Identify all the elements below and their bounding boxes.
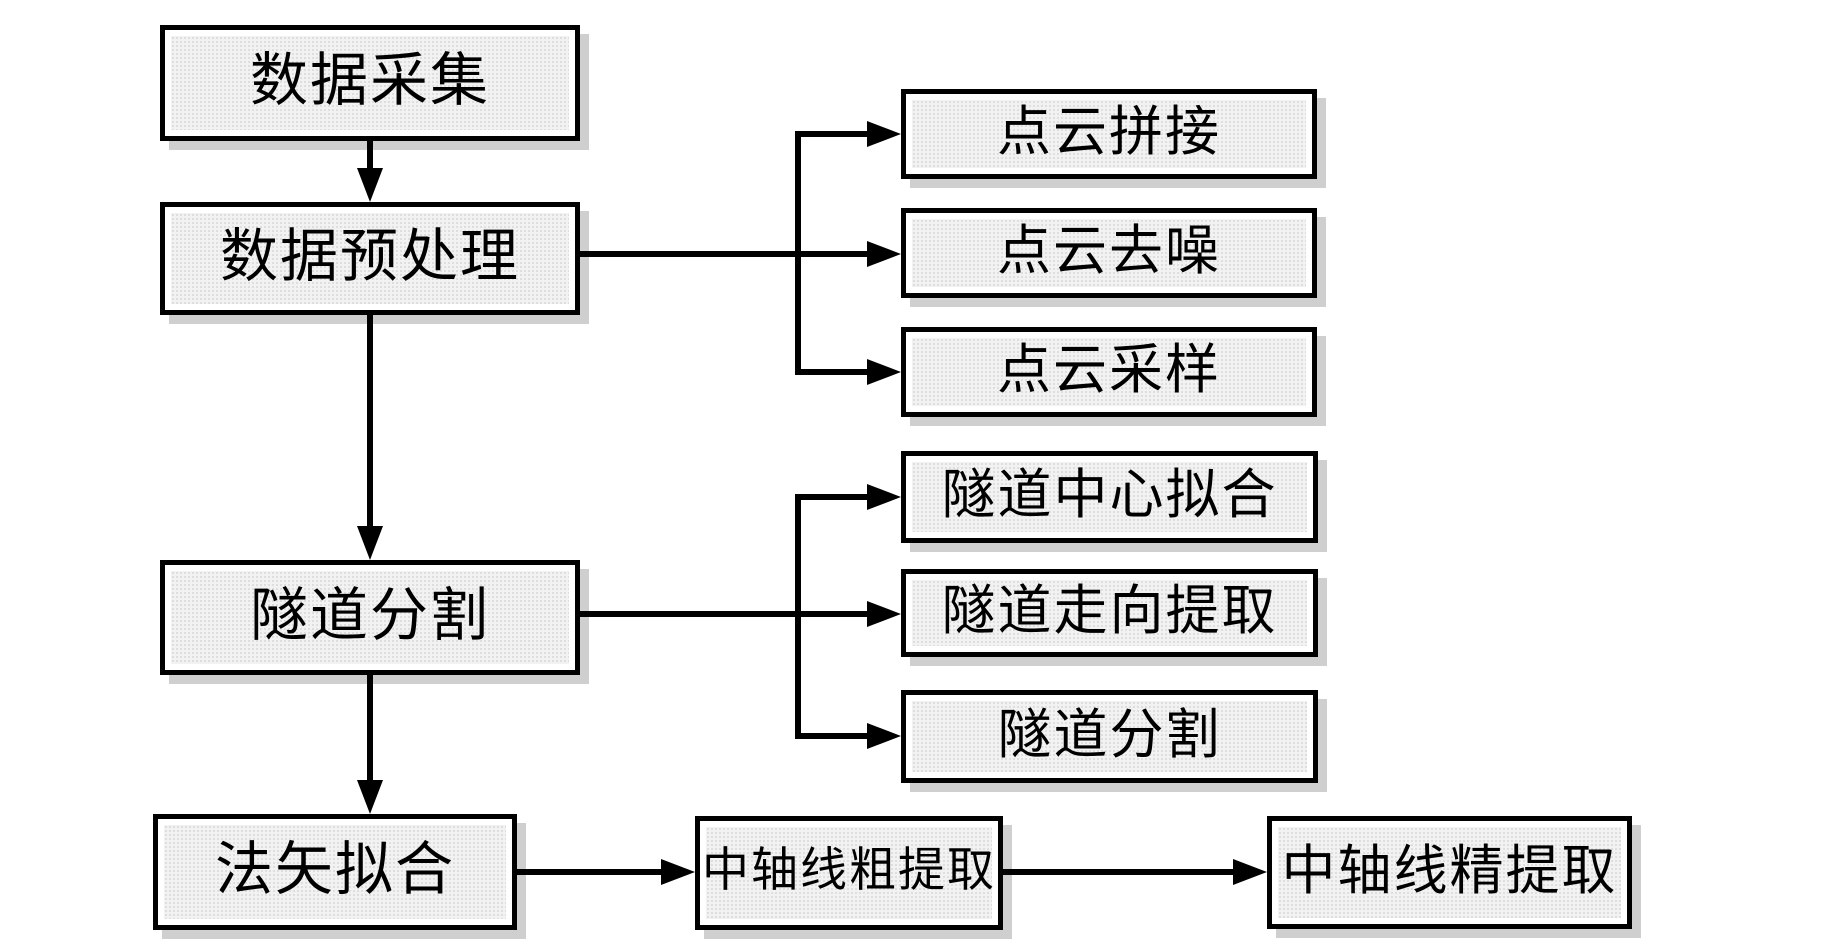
node-tunnel-segmentation-sub: 隧道分割 [901,690,1318,783]
node-tunnel-center-fitting: 隧道中心拟合 [901,451,1318,543]
node-label: 隧道走向提取 [941,581,1278,641]
node-fill-texture [171,36,569,130]
node-fill-texture [171,571,569,664]
branch1-bottom-line [798,369,870,375]
arrow-collection-to-preprocessing-head [357,168,383,202]
node-point-cloud-registration: 点云拼接 [901,89,1317,179]
node-fill-texture [912,580,1307,646]
node-fill-texture [912,462,1307,532]
node-label: 中轴线粗提取 [702,844,996,897]
arrow-normal-to-coarse-line [517,869,663,875]
node-label: 点云拼接 [997,102,1221,162]
node-label: 隧道分割 [997,704,1222,765]
arrow-preprocessing-to-segmentation-head [357,526,383,560]
arrow-coarse-to-fine-line [1003,869,1235,875]
node-axis-coarse-extraction: 中轴线粗提取 [695,816,1003,930]
branch2-top-line [798,494,870,500]
arrow-coarse-to-fine-head [1233,859,1267,885]
node-fill-texture [164,825,506,919]
node-fill-texture [1278,827,1621,918]
node-point-cloud-denoising: 点云去噪 [901,208,1317,298]
node-label: 法矢拟合 [214,837,455,902]
node-point-cloud-sampling: 点云采样 [901,327,1317,417]
branch1-vertical-line [795,131,801,375]
node-fill-texture [912,338,1306,406]
node-fill-texture [912,219,1306,287]
node-data-preprocessing: 数据预处理 [160,202,580,315]
node-label: 隧道分割 [249,582,490,648]
node-label: 中轴线精提取 [1281,840,1618,901]
node-data-collection: 数据采集 [160,25,580,141]
branch1-feed-line [580,251,870,257]
arrow-to-center-fitting-head [867,484,901,510]
branch2-feed-line [580,611,870,617]
node-fill-texture [912,701,1307,772]
node-label: 点云采样 [997,340,1221,400]
node-fill-texture [706,827,992,919]
branch2-bottom-line [798,733,870,739]
arrow-preprocessing-to-segmentation-line [367,315,373,530]
arrow-collection-to-preprocessing-line [367,141,373,172]
branch1-top-line [798,131,870,137]
arrow-to-sampling-head [867,359,901,385]
arrow-to-denoising-head [867,241,901,267]
node-fill-texture [912,100,1306,168]
node-fill-texture [171,213,569,304]
node-normal-vector-fitting: 法矢拟合 [153,814,517,930]
node-label: 数据采集 [249,48,490,113]
node-label: 隧道中心拟合 [941,465,1278,525]
arrow-to-direction-extraction-head [867,601,901,627]
arrow-segmentation-to-normal-line [367,675,373,784]
node-label: 点云去噪 [997,221,1221,281]
node-tunnel-segmentation: 隧道分割 [160,560,580,675]
arrow-segmentation-to-normal-head [357,780,383,814]
arrow-normal-to-coarse-head [661,859,695,885]
arrow-to-registration-head [867,121,901,147]
node-label: 数据预处理 [219,223,520,289]
node-tunnel-direction-extraction: 隧道走向提取 [901,569,1318,657]
node-axis-fine-extraction: 中轴线精提取 [1267,816,1632,929]
arrow-to-segmentation-sub-head [867,723,901,749]
branch2-vertical-line [795,494,801,739]
